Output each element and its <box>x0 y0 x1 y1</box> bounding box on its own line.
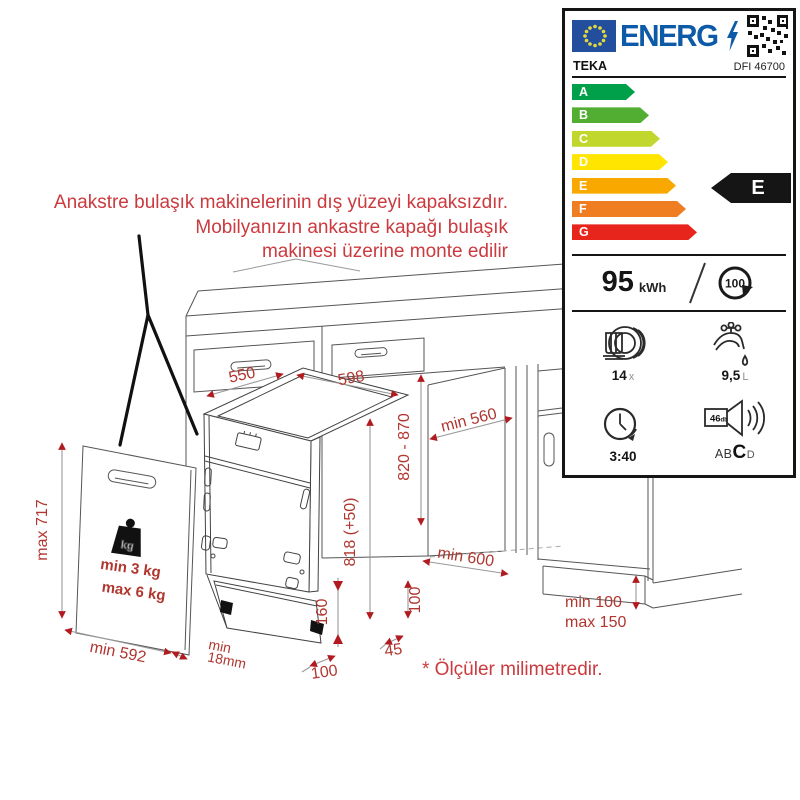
cycles-value: 100 <box>725 276 745 290</box>
band-g: G <box>572 224 697 240</box>
dim-niche-depth: min 560 <box>439 405 498 435</box>
dim-plinth-height: 160 <box>314 599 331 626</box>
installation-note: Anakstre bulaşık makinelerinin dış yüzey… <box>28 191 508 265</box>
slash-icon <box>689 262 707 304</box>
energy-consumption-row: 95 kWh 100 <box>565 256 793 310</box>
dim-base-gap: 100 <box>407 587 424 614</box>
noise-class-current: C <box>732 441 747 463</box>
band-letter: C <box>579 131 589 146</box>
dim-dishwasher-height: 818 (+50) <box>342 498 359 567</box>
kg-icon-label: kg <box>120 539 134 553</box>
divider <box>572 253 786 256</box>
cabinet-door-handle <box>543 432 555 467</box>
cycles-icon: 100 <box>718 266 754 300</box>
dim-panel-height: max 717 <box>34 499 51 560</box>
brand-name: TEKA <box>573 59 608 73</box>
band-a: A <box>572 84 635 100</box>
band-letter: A <box>579 85 589 99</box>
efficiency-scale: A B C D E F G E <box>565 78 793 254</box>
eu-flag-icon <box>572 20 616 52</box>
place-settings-icon <box>603 325 646 360</box>
duration-cell: 3:40 <box>567 390 679 471</box>
panel-handle <box>107 469 157 489</box>
energ-logo-text: ENERG <box>619 18 719 53</box>
divider <box>572 76 786 78</box>
note-line-3: makinesi üzerine monte edilir <box>261 241 508 262</box>
water-value: 9,5 <box>721 367 741 383</box>
band-letter: D <box>579 155 589 170</box>
brand-model-row: TEKA DFI 46700 <box>565 57 793 76</box>
noise-class-before: AB <box>714 446 733 461</box>
noise-speaker-icon: 46 db <box>704 398 765 437</box>
energy-unit: kWh <box>638 280 667 296</box>
dim-foot-front: 100 <box>310 662 339 683</box>
dim-niche-width: 598 <box>337 368 366 389</box>
dim-panel-thickness-min: min <box>207 636 232 656</box>
band-b: B <box>572 107 649 123</box>
units-footnote: * Ölçüler milimetredir. <box>422 659 603 680</box>
kg-weight-icon: kg <box>111 518 141 557</box>
noise-db-value: 46 <box>710 413 721 424</box>
duration-value: 3:40 <box>609 448 637 464</box>
dim-right-plinth-min: min 100 <box>565 594 622 611</box>
dim-panel-thickness-value: 18mm <box>206 649 247 672</box>
energy-value: 95 <box>601 266 634 299</box>
furniture-door-panel: kg <box>75 445 197 656</box>
band-e: E <box>572 178 676 194</box>
capacity-value: 14 <box>611 367 627 383</box>
dim-niche-height: 820 - 870 <box>396 413 413 481</box>
band-letter: E <box>579 178 588 193</box>
mounting-bracket <box>235 430 262 451</box>
drawer-handle <box>230 359 272 372</box>
note-line-1: Anakstre bulaşık makinelerinin dış yüzey… <box>53 192 508 213</box>
energy-label: ENERG <box>562 8 796 478</box>
dimension-labels: 550 598 min 560 820 - 870 818 (+50) 160 … <box>34 364 626 682</box>
adjustable-foot <box>310 620 324 635</box>
band-letter: G <box>579 225 589 240</box>
note-line-2: Mobilyanızın ankastre kapağı bulaşık <box>195 216 508 238</box>
band-letter: B <box>579 108 589 123</box>
dim-foot-depth: 45 <box>383 641 403 660</box>
capacity-unit: x <box>628 370 635 383</box>
dim-floor-depth: min 600 <box>436 545 495 571</box>
dim-top-depth: 550 <box>227 364 257 386</box>
leader-lines <box>118 234 199 447</box>
water-unit: L <box>742 370 749 383</box>
band-f: F <box>572 201 686 217</box>
band-letter: F <box>579 201 587 216</box>
note-pointer-lines <box>232 258 361 273</box>
clock-icon <box>603 407 637 441</box>
adjustable-foot <box>220 600 233 615</box>
band-c: C <box>572 131 660 147</box>
dishwasher <box>200 367 410 644</box>
water-tap-icon <box>713 321 749 366</box>
dimension-arrows-160 <box>333 581 343 644</box>
drawer-handle <box>354 347 388 358</box>
qr-code <box>746 14 788 58</box>
lightning-bolt-icon <box>726 21 738 51</box>
noise-cell: 46 db ABCD <box>679 390 791 471</box>
band-d: D <box>572 154 668 170</box>
energy-label-header: ENERG <box>565 11 793 58</box>
noise-class-after: D <box>746 448 756 461</box>
noise-class-scale: ABCD <box>715 442 755 464</box>
dim-right-plinth-max: max 150 <box>565 614 626 631</box>
model-number: DFI 46700 <box>733 61 785 73</box>
divider <box>572 309 786 312</box>
noise-db-unit: db <box>721 417 729 423</box>
dimension-lines <box>58 372 640 673</box>
